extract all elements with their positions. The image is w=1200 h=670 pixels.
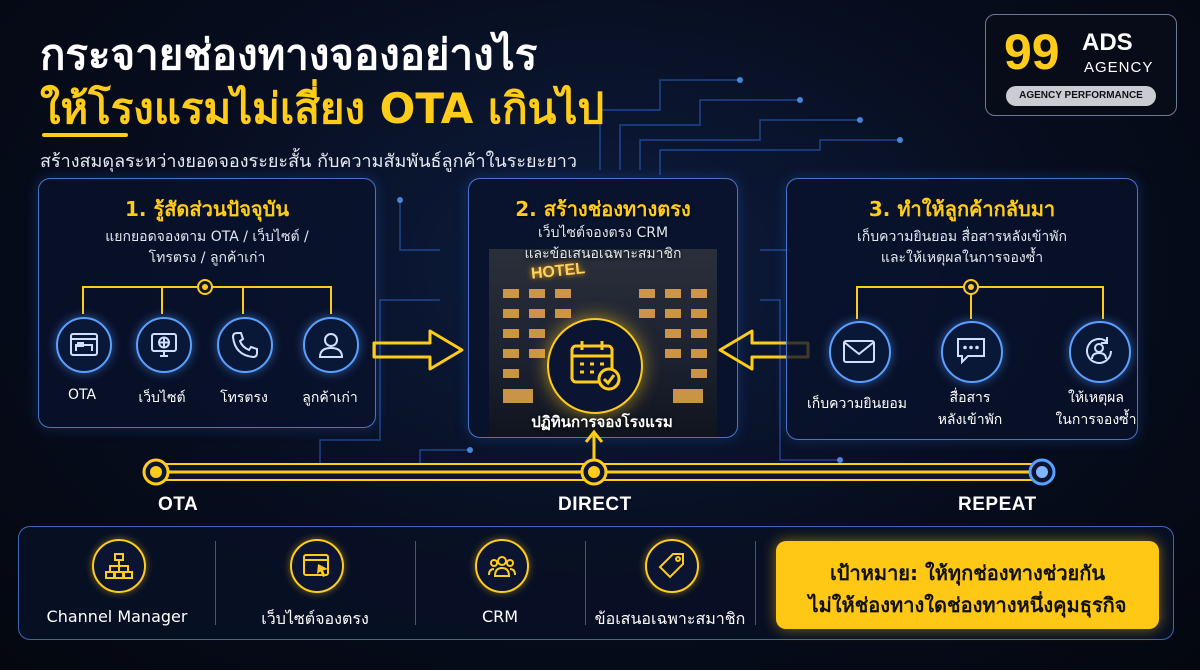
booking-calendar-icon [547, 318, 643, 414]
goal-box: เป้าหมาย: ให้ทุกช่องทางช่วยกัน ไม่ให้ช่อ… [776, 541, 1159, 629]
phone-label: โทรตรง [220, 390, 268, 406]
person-icon [303, 317, 359, 373]
agency-logo: 99 ADS AGENCY AGENCY PERFORMANCE [985, 14, 1177, 116]
panel1-desc-line1: แยกยอดจองตาม OTA / เว็บไซต์ / [105, 229, 309, 245]
logo-ads: ADS [1082, 29, 1133, 56]
panel3-desc-line1: เก็บความยินยอม สื่อสารหลังเข้าพัก [857, 229, 1067, 245]
website-icon [136, 317, 192, 373]
group-icon [475, 539, 529, 593]
goal-line-2: ไม่ให้ช่องทางใดช่องทางหนึ่งคุมธุรกิจ [808, 593, 1127, 617]
panel1-desc-line2: โทรตรง / ลูกค้าเก่า [148, 250, 266, 266]
website-label: เว็บไซต์ [138, 390, 186, 406]
communicate-label-2: หลังเข้าพัก [937, 412, 1003, 428]
timeline-label-direct: DIRECT [558, 494, 632, 515]
envelope-icon [829, 321, 891, 383]
title-underline [42, 133, 128, 137]
panel-current-ratio: 1. รู้สัดส่วนปัจจุบัน แยกยอดจองตาม OTA /… [38, 178, 376, 428]
panel2-title: 2. สร้างช่องทางตรง [515, 197, 691, 221]
title-line-2: ให้โรงแรมไม่เสี่ยง OTA เกินไป [40, 84, 605, 133]
tag-icon [645, 539, 699, 593]
ota-icon [56, 317, 112, 373]
divider [215, 541, 216, 625]
reason-label-1: ให้เหตุผล [1068, 390, 1124, 406]
chat-icon [941, 321, 1003, 383]
calendar-label: ปฏิทินการจองโรงแรม [531, 413, 673, 431]
arrow-right-icon [372, 329, 464, 371]
panel2-desc-line2: และข้อเสนอเฉพาะสมาชิก [524, 246, 682, 262]
old-customer-label: ลูกค้าเก่า [302, 390, 358, 406]
subtitle: สร้างสมดุลระหว่างยอดจองระยะสั้น กับความส… [40, 151, 578, 172]
logo-agency: AGENCY [1084, 59, 1154, 76]
ota-label: OTA [67, 387, 97, 403]
panel2-desc-line1: เว็บไซต์จองตรง CRM [537, 225, 669, 241]
crm-label: CRM [481, 607, 519, 626]
member-offer-label: ข้อเสนอเฉพาะสมาชิก [594, 609, 746, 628]
direct-website-label: เว็บไซต์จองตรง [261, 609, 369, 628]
timeline-label-repeat: REPEAT [958, 494, 1037, 515]
tool-member-offer: ข้อเสนอเฉพาะสมาชิก [585, 527, 755, 639]
channel-manager-label: Channel Manager [46, 607, 188, 626]
channel-timeline [142, 429, 1056, 486]
browser-cursor-icon [290, 539, 344, 593]
reason-label-2: ในการจองซ้ำ [1055, 412, 1137, 428]
tool-channel-manager: Channel Manager [19, 527, 215, 639]
tool-crm: CRM [415, 527, 585, 639]
goal-line-1: เป้าหมาย: ให้ทุกช่องทางช่วยกัน [829, 561, 1106, 585]
panel1-connector-tree [82, 279, 332, 314]
network-icon [92, 539, 146, 593]
panel-return-customer: 3. ทำให้ลูกค้ากลับมา เก็บความยินยอม สื่อ… [786, 178, 1138, 440]
repeat-person-icon [1069, 321, 1131, 383]
phone-icon [217, 317, 273, 373]
tool-direct-website: เว็บไซต์จองตรง [215, 527, 415, 639]
panel3-desc-line2: และให้เหตุผลในการจองซ้ำ [880, 250, 1044, 266]
logo-tagline: AGENCY PERFORMANCE [1006, 86, 1156, 106]
divider [415, 541, 416, 625]
panel3-connector-tree [856, 279, 1104, 319]
logo-number: 99 [1004, 24, 1060, 80]
divider [585, 541, 586, 625]
timeline-label-ota: OTA [158, 494, 199, 515]
panel1-title: 1. รู้สัดส่วนปัจจุบัน [124, 197, 290, 221]
panel3-title: 3. ทำให้ลูกค้ากลับมา [868, 197, 1056, 221]
consent-label: เก็บความยินยอม [806, 396, 908, 412]
title-line-1: กระจายช่องทางจองอย่างไร [40, 30, 538, 79]
communicate-label-1: สื่อสาร [949, 390, 991, 406]
divider [755, 541, 756, 625]
